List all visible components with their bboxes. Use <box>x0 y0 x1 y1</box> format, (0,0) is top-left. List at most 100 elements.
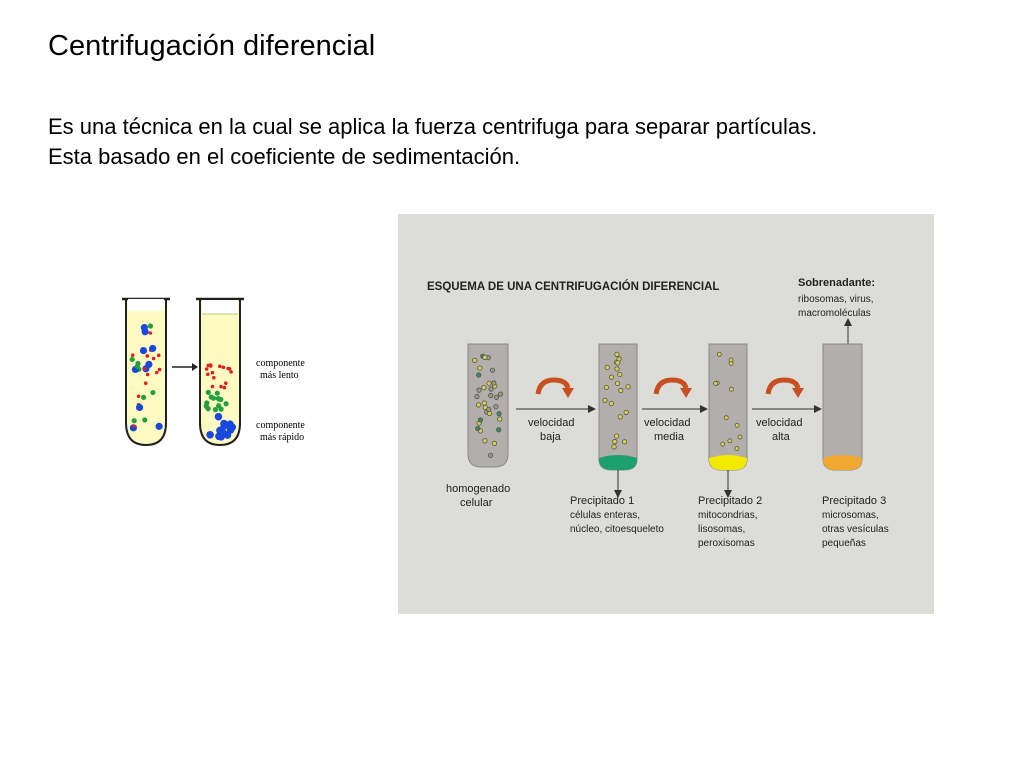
pellet-2 <box>709 455 747 470</box>
speed-low-line-2: baja <box>540 431 562 443</box>
test-tubes-figure: componente más lento componente más rápi… <box>122 297 305 447</box>
precipitate-3-line-1: microsomas, <box>822 510 879 521</box>
precipitate-3-line-3: pequeñas <box>822 538 866 549</box>
precipitate-1-line-2: núcleo, citoesqueleto <box>570 524 664 535</box>
red-particle <box>210 370 215 375</box>
red-particle <box>136 394 141 399</box>
organelle-particle <box>622 439 628 445</box>
organelle-particle <box>617 371 623 378</box>
supernatant-line-1: ribosomas, virus, <box>798 294 874 305</box>
pellet-1 <box>599 455 637 470</box>
red-particle <box>148 331 153 335</box>
cell-particle <box>475 425 481 432</box>
cell-particle <box>496 427 502 433</box>
cell-particle <box>497 416 503 422</box>
cell-particle <box>476 387 482 393</box>
organelle-particle <box>618 387 624 394</box>
green-particle <box>212 407 219 413</box>
cell-particle <box>487 452 494 458</box>
green-particle <box>150 389 156 396</box>
red-particle <box>151 356 156 361</box>
description-line-2: Esta basado en el coeficiente de sedimen… <box>48 144 521 169</box>
cell-particle <box>486 380 492 386</box>
cell-particle <box>486 406 492 412</box>
red-particle <box>218 364 222 369</box>
green-particle <box>131 418 137 424</box>
green-particle <box>140 394 147 400</box>
organelle-particle <box>734 422 740 428</box>
tube-precipitate-3 <box>822 343 863 471</box>
red-particle <box>212 375 216 380</box>
red-particle <box>142 367 147 371</box>
blue-particle <box>141 328 149 336</box>
red-particle <box>154 370 159 375</box>
red-particle <box>132 424 137 429</box>
red-particle <box>143 381 148 385</box>
organelle-particle <box>611 444 617 450</box>
green-particle <box>147 323 154 329</box>
tube-precipitate-1 <box>598 343 638 498</box>
red-particle <box>226 366 230 371</box>
separated-tube <box>196 297 244 447</box>
precipitate-2-line-1: mitocondrias, <box>698 510 757 521</box>
green-particle <box>205 406 211 412</box>
organelle-particle <box>713 381 718 386</box>
cell-particle <box>496 411 502 417</box>
organelle-particle <box>734 446 740 451</box>
precipitate-3-line-2: otras vesículas <box>822 524 889 535</box>
red-particle <box>223 381 228 385</box>
homogenate-tube <box>467 343 509 468</box>
organelle-particle <box>737 434 743 440</box>
organelle-particle <box>723 415 729 421</box>
centrifugation-scheme: ESQUEMA DE UNA CENTRIFUGACIÓN DIFERENCIA… <box>398 214 934 614</box>
cell-particle <box>482 354 488 360</box>
blue-particle <box>219 429 228 438</box>
organelle-particle <box>608 374 615 380</box>
cell-particle <box>497 391 504 397</box>
cell-particle <box>472 357 478 363</box>
precipitate-2-line-3: peroxisomas <box>698 538 755 549</box>
organelle-particle <box>608 400 614 407</box>
organelle-particle <box>614 351 620 357</box>
supernatant-line-2: macromoléculas <box>798 308 871 319</box>
cell-particle <box>489 367 496 373</box>
organelle-particle <box>728 357 734 363</box>
blue-particle <box>214 412 223 421</box>
blue-particle <box>135 403 144 412</box>
blue-particle <box>155 422 163 430</box>
cell-particle <box>491 440 497 446</box>
cell-particle <box>481 385 487 391</box>
green-particle <box>214 390 220 396</box>
red-particle <box>219 384 223 389</box>
green-particle <box>129 356 135 363</box>
red-particle <box>145 354 150 358</box>
cell-particle <box>488 386 494 392</box>
cell-particle <box>493 394 500 400</box>
cell-particle <box>481 400 487 406</box>
cell-particle <box>475 402 482 408</box>
organelle-particle <box>603 384 609 391</box>
red-particle <box>205 372 210 377</box>
scheme-title: ESQUEMA DE UNA CENTRIFUGACIÓN DIFERENCIA… <box>427 280 719 293</box>
supernatant-title: Sobrenadante: <box>798 277 875 289</box>
green-particle <box>204 400 210 406</box>
organelle-particle <box>625 384 631 390</box>
organelle-particle <box>612 439 618 445</box>
speed-medium-line-1: velocidad <box>644 417 690 429</box>
homogenate-line-1: homogenado <box>446 483 510 495</box>
description-line-1: Es una técnica en la cual se aplica la f… <box>48 114 818 139</box>
blue-particle <box>139 346 148 355</box>
cell-particle <box>474 393 480 400</box>
homogenate-line-2: celular <box>460 497 493 509</box>
precipitate-3-title: Precipitado 3 <box>822 495 886 507</box>
organelle-particle <box>728 386 734 392</box>
organelle-particle <box>623 409 629 415</box>
organelle-particle <box>602 397 608 403</box>
cell-particle <box>476 372 482 378</box>
cell-particle <box>486 410 493 417</box>
cell-particle <box>488 392 494 399</box>
label-fast-line2: más rápido <box>260 432 304 443</box>
cell-particle <box>493 404 499 410</box>
slide-description: Es una técnica en la cual se aplica la f… <box>48 112 817 172</box>
arrow-speed-low <box>516 377 596 413</box>
